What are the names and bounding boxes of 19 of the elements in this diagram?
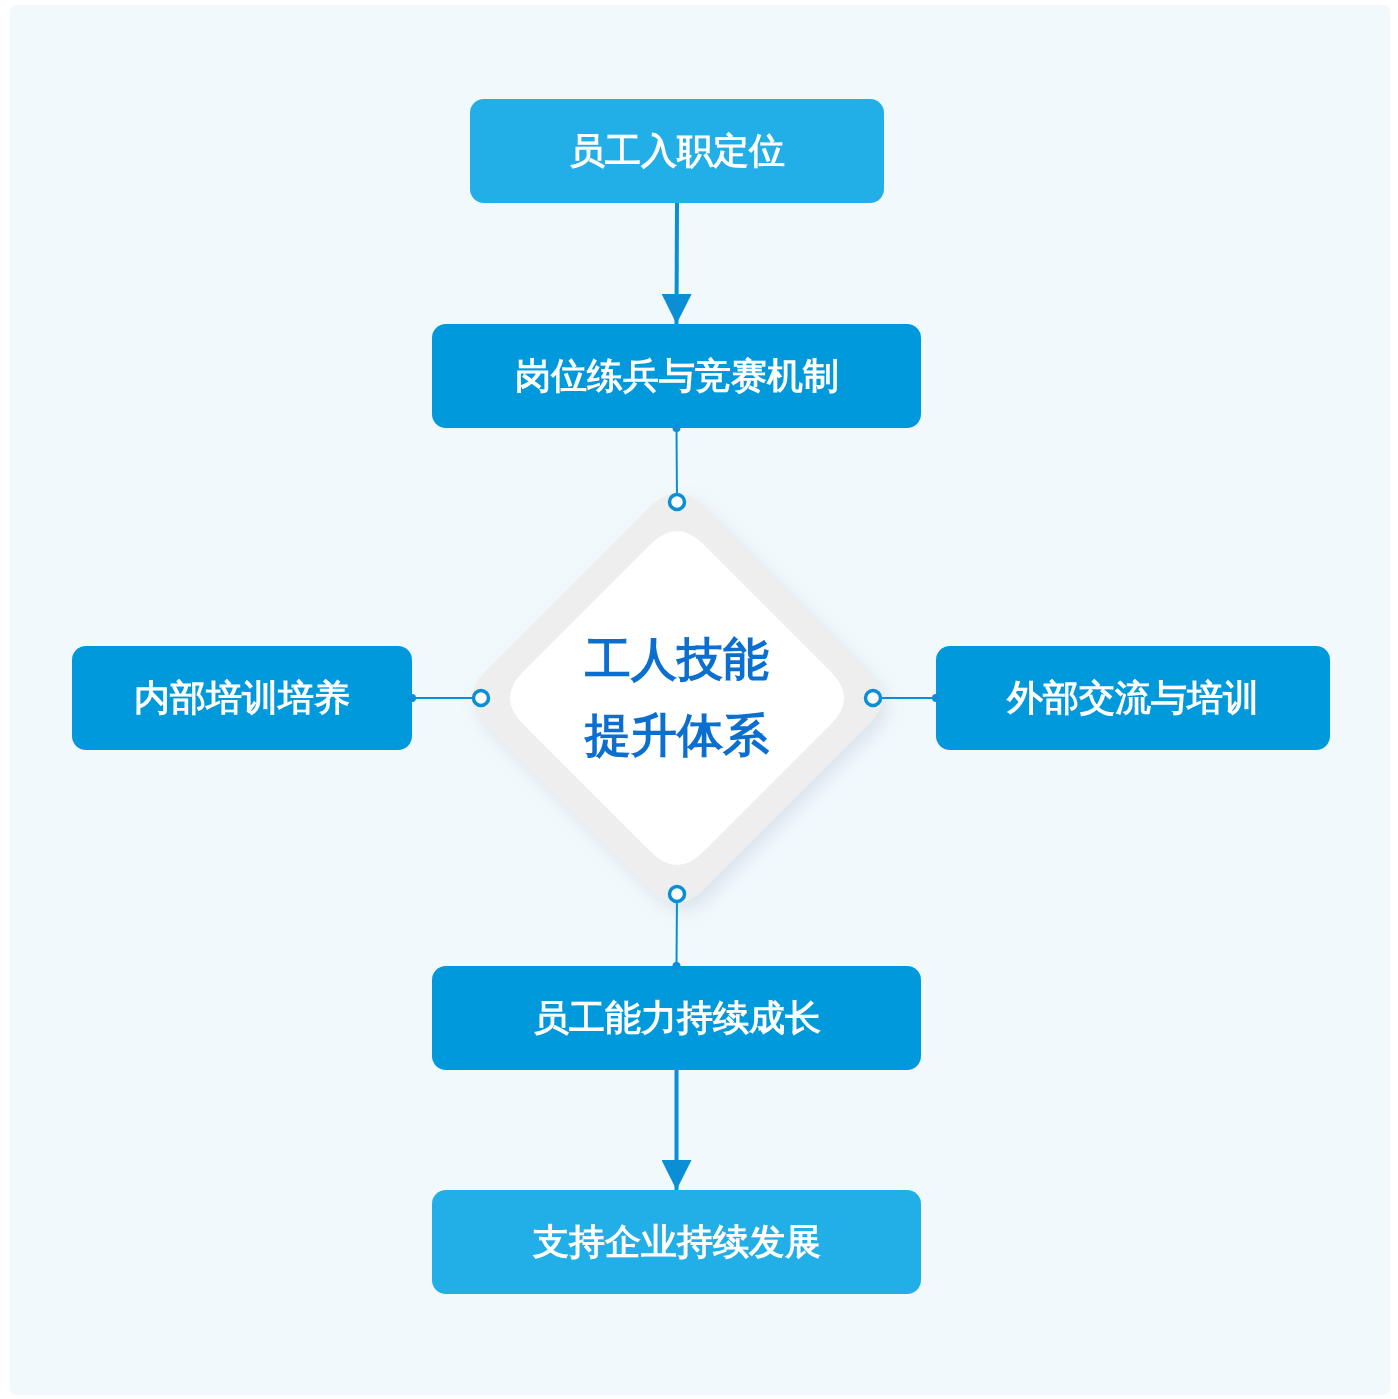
process-box <box>432 966 921 1070</box>
connector-line <box>408 688 491 708</box>
process-box <box>432 1190 921 1294</box>
connector-line <box>667 884 687 970</box>
box-label: 岗位练兵与竞赛机制 <box>514 353 839 398</box>
arrow <box>661 1070 692 1190</box>
process-box <box>432 324 921 428</box>
process-box <box>72 646 412 750</box>
process-box <box>470 99 884 203</box>
box-label: 外部交流与培训 <box>1007 675 1259 720</box>
arrow <box>661 203 692 324</box>
box-label: 员工能力持续成长 <box>532 995 821 1040</box>
box-label: 支持企业持续发展 <box>532 1219 821 1264</box>
connector-line <box>863 688 940 708</box>
diamond-title: 工人技能提升体系 <box>583 631 770 764</box>
box-label: 员工入职定位 <box>569 128 785 173</box>
box-label: 内部培训培养 <box>134 675 350 720</box>
process-box <box>936 646 1330 750</box>
connector-line <box>667 424 687 512</box>
